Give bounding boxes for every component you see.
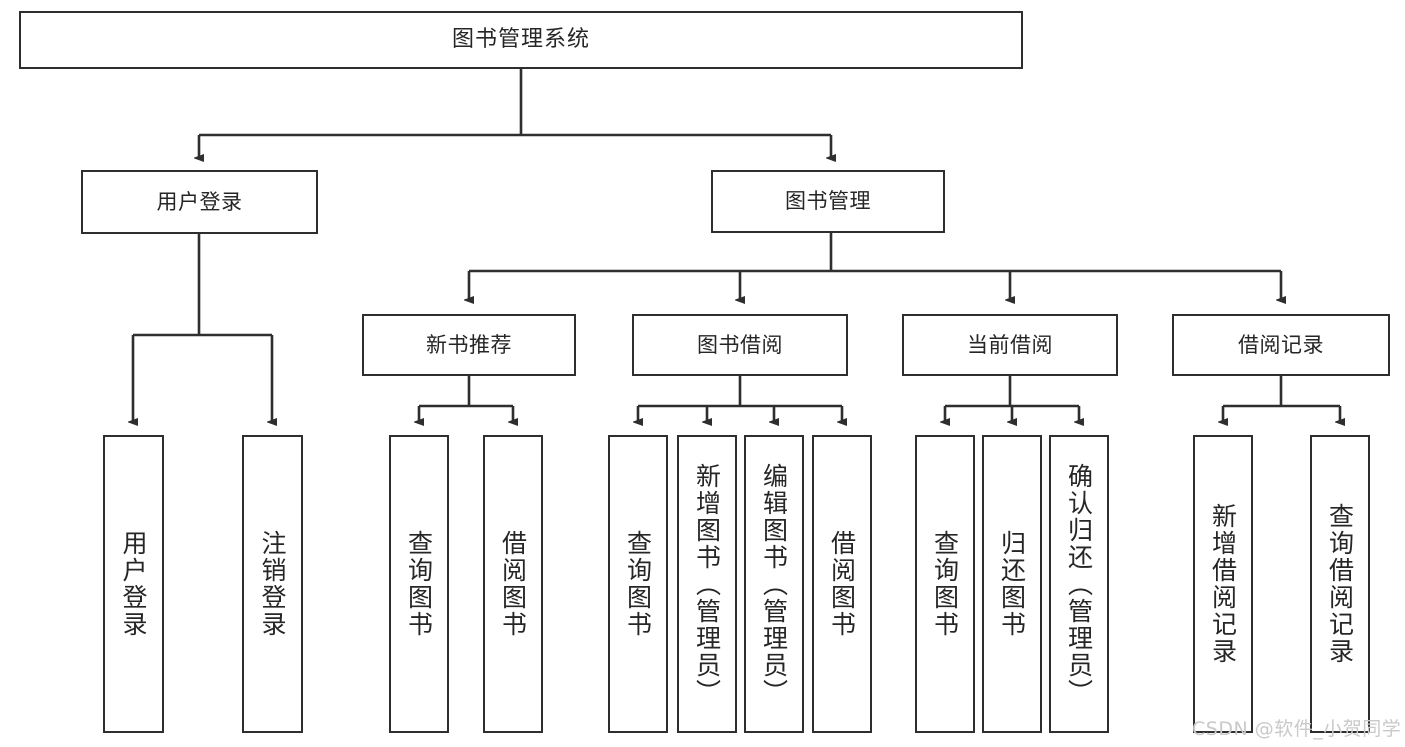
node-leaf-borrow-book-1[interactable]: 借阅图书 <box>483 435 543 733</box>
node-label: 图书管理系统 <box>451 27 590 53</box>
node-label: 查询图书 <box>930 530 960 638</box>
node-leaf-return-book[interactable]: 归还图书 <box>982 435 1042 733</box>
node-leaf-query-book-2[interactable]: 查询图书 <box>608 435 668 733</box>
node-label: 编辑图书（管理员） <box>759 462 789 706</box>
node-label: 新增图书（管理员） <box>692 462 722 706</box>
node-label: 当前借阅 <box>967 332 1053 357</box>
node-label: 注销登录 <box>258 530 287 638</box>
node-leaf-user-login[interactable]: 用户登录 <box>103 435 164 733</box>
node-label: 查询图书 <box>404 530 434 638</box>
node-label: 新书推荐 <box>426 332 512 357</box>
node-leaf-add-record[interactable]: 新增借阅记录 <box>1193 435 1253 733</box>
node-borrow-record[interactable]: 借阅记录 <box>1172 314 1390 376</box>
node-label: 归还图书 <box>997 530 1027 638</box>
node-new-book-recommend[interactable]: 新书推荐 <box>362 314 576 376</box>
node-label: 借阅记录 <box>1238 332 1324 357</box>
node-label: 用户登录 <box>156 189 243 214</box>
node-label: 图书借阅 <box>697 332 783 357</box>
node-leaf-edit-book[interactable]: 编辑图书（管理员） <box>744 435 804 733</box>
node-label: 借阅图书 <box>498 530 528 638</box>
node-label: 查询图书 <box>623 530 653 638</box>
node-leaf-query-record[interactable]: 查询借阅记录 <box>1310 435 1370 733</box>
node-root[interactable]: 图书管理系统 <box>19 11 1023 69</box>
node-leaf-confirm-return[interactable]: 确认归还（管理员） <box>1049 435 1109 733</box>
csdn-watermark: CSDN @软件_小贺同学 <box>1192 718 1402 740</box>
node-label: 用户登录 <box>119 530 148 638</box>
node-current-borrow[interactable]: 当前借阅 <box>902 314 1118 376</box>
node-book-manage[interactable]: 图书管理 <box>711 170 945 233</box>
node-leaf-borrow-book-2[interactable]: 借阅图书 <box>812 435 872 733</box>
node-leaf-query-book-1[interactable]: 查询图书 <box>389 435 449 733</box>
node-leaf-add-book[interactable]: 新增图书（管理员） <box>677 435 737 733</box>
node-leaf-logout[interactable]: 注销登录 <box>242 435 303 733</box>
node-label: 借阅图书 <box>827 530 857 638</box>
node-label: 查询借阅记录 <box>1325 503 1355 665</box>
node-label: 图书管理 <box>785 189 871 214</box>
node-label: 新增借阅记录 <box>1208 503 1238 665</box>
node-leaf-query-book-3[interactable]: 查询图书 <box>915 435 975 733</box>
node-user-login[interactable]: 用户登录 <box>81 170 318 234</box>
node-label: 确认归还（管理员） <box>1064 462 1094 706</box>
node-book-borrow[interactable]: 图书借阅 <box>632 314 848 376</box>
